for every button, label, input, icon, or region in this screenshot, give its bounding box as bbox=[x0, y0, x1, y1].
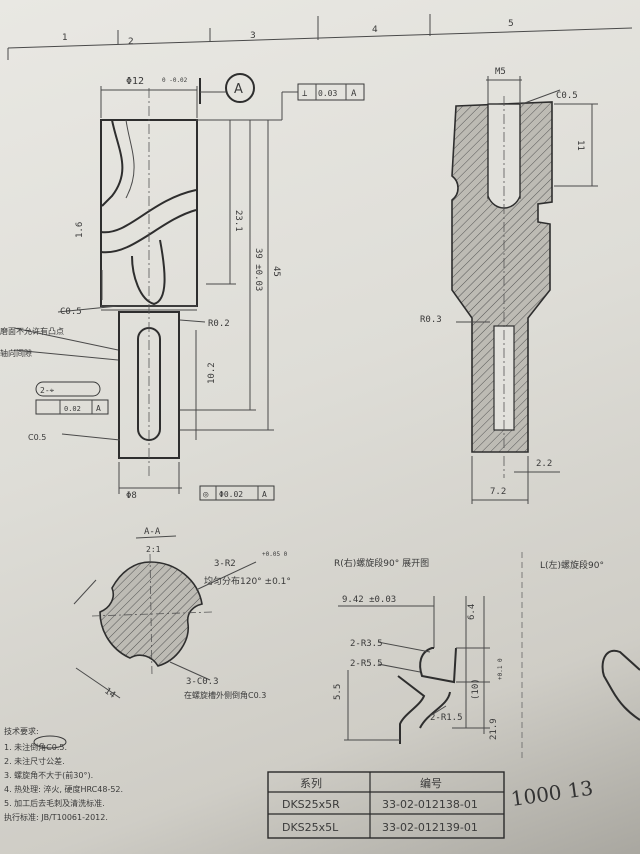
section-scale: 2:1 bbox=[146, 545, 161, 554]
dim-23-1: 23.1 bbox=[233, 210, 243, 232]
table-header-series: 系列 bbox=[300, 776, 322, 790]
table-header-number: 编号 bbox=[420, 776, 442, 790]
radius-r5-5: 2-R5.5 bbox=[350, 659, 383, 669]
right-radius: R0.3 bbox=[420, 315, 442, 325]
perpendicularity-frame: ⊥ 0.03 A bbox=[282, 83, 365, 101]
note-line-3: 3. 螺旋角不大于(前30°). bbox=[4, 770, 93, 780]
concentricity-frame: ◎ Φ0.02 A bbox=[199, 485, 275, 501]
note-surface: 磨面不允许有凸点 bbox=[0, 326, 64, 336]
datum-a-label: A bbox=[234, 82, 243, 97]
svg-text:◎: ◎ bbox=[203, 490, 209, 500]
section-a-a bbox=[73, 535, 257, 699]
section-hatched-body bbox=[451, 101, 553, 453]
note-line-5: 5. 加工后去毛刺及清洗标准. bbox=[4, 798, 105, 808]
radius-r3-5: 2-R3.5 bbox=[350, 639, 383, 649]
section-radius-tol: +0.05 0 bbox=[262, 551, 288, 558]
table-row-2-series: DKS25x5L bbox=[282, 821, 339, 834]
right-chamfer: C0.5 bbox=[556, 91, 578, 101]
dim-21-9: 21.9 bbox=[489, 718, 499, 740]
part-table bbox=[267, 771, 505, 839]
zone-label-1: 1 bbox=[62, 33, 68, 43]
dim-10-ref: (10) bbox=[471, 678, 481, 700]
zone-label-2: 2 bbox=[128, 37, 134, 47]
section-chamfer-note: 在螺旋槽外侧倒角C0.3 bbox=[184, 690, 266, 700]
slot-position-frame: 2-⌖ 0.02 A bbox=[35, 381, 109, 415]
spiral-groove-top bbox=[101, 119, 124, 207]
notes-heading: 技术要求: bbox=[4, 726, 39, 736]
svg-text:Φ0.02: Φ0.02 bbox=[219, 490, 243, 499]
tol-21-9: +0.1 0 bbox=[497, 658, 504, 680]
spiral-groove-bottom bbox=[131, 239, 166, 306]
note-line-1: 1. 未注倒角C0.5. bbox=[4, 742, 67, 752]
svg-text:⊥: ⊥ bbox=[302, 89, 308, 99]
dim-45: 45 bbox=[271, 266, 281, 277]
spiral-left-partial bbox=[601, 649, 640, 721]
dim-phi8: Φ8 bbox=[126, 491, 137, 501]
svg-text:A: A bbox=[351, 89, 357, 99]
dim-2-2: 2.2 bbox=[536, 459, 552, 469]
svg-text:A: A bbox=[96, 404, 101, 413]
radius-r1-5: 2-R1.5 bbox=[430, 713, 463, 723]
note-line-4: 4. 热处理: 淬火, 硬度HRC48-52. bbox=[4, 784, 123, 794]
dim-9-42: 9.42 ±0.03 bbox=[342, 595, 396, 605]
section-chamfer: 3-C0.3 bbox=[186, 677, 219, 687]
svg-text:0.02: 0.02 bbox=[64, 405, 81, 413]
svg-text:A: A bbox=[262, 490, 267, 499]
note-line-6: 执行标准: JB/T10061-2012. bbox=[4, 812, 108, 822]
tech-notes bbox=[33, 735, 67, 749]
spiral-left-title: L(左)螺旋段90° bbox=[540, 559, 604, 571]
dim-6-4: 6.4 bbox=[467, 604, 477, 620]
handwritten-note: 1000 13 bbox=[509, 776, 594, 811]
table-row-1-number: 33-02-012138-01 bbox=[382, 798, 478, 811]
thread-m5: M5 bbox=[495, 67, 506, 77]
chamfer-c05: C0.5 bbox=[60, 307, 82, 317]
zone-label-5: 5 bbox=[508, 19, 514, 29]
section-title: A-A bbox=[144, 527, 161, 537]
spiral-right-title: R(右)螺旋段90° 展开图 bbox=[334, 557, 429, 569]
dim-7-2: 7.2 bbox=[490, 487, 506, 497]
dim-1-6: 1.6 bbox=[75, 222, 85, 238]
section-radius: 3-R2 bbox=[214, 559, 236, 569]
table-row-1-series: DKS25x5R bbox=[282, 798, 340, 811]
left-view bbox=[13, 78, 283, 494]
svg-text:0.03: 0.03 bbox=[318, 89, 337, 98]
datum-a-circle bbox=[225, 73, 255, 103]
note-line-2: 2. 未注尺寸公差. bbox=[4, 756, 65, 766]
dim-14: 14 bbox=[102, 686, 117, 700]
zone-label-4: 4 bbox=[372, 25, 378, 35]
spiral-development-view bbox=[338, 596, 490, 744]
dim-39: 39 ±0.03 bbox=[253, 248, 263, 291]
radius-r02: R0.2 bbox=[208, 319, 230, 329]
dim-10-2: 10.2 bbox=[207, 362, 217, 384]
right-section-view bbox=[451, 76, 598, 504]
zone-label-3: 3 bbox=[250, 31, 256, 41]
sheet-border bbox=[7, 14, 633, 60]
note-slot-chamfer: C0.5 bbox=[28, 433, 46, 442]
dim-11: 11 bbox=[575, 140, 585, 151]
tol-phi12: 0 -0.02 bbox=[162, 77, 188, 84]
section-distribution-note: 均匀分布120° ±0.1° bbox=[204, 575, 291, 587]
table-row-2-number: 33-02-012139-01 bbox=[382, 821, 478, 834]
dim-phi12: Φ12 bbox=[126, 76, 144, 87]
dim-5-5: 5.5 bbox=[333, 684, 343, 700]
svg-text:2-⌖: 2-⌖ bbox=[40, 386, 55, 395]
note-clearance: 轴向间隙 bbox=[0, 348, 32, 358]
